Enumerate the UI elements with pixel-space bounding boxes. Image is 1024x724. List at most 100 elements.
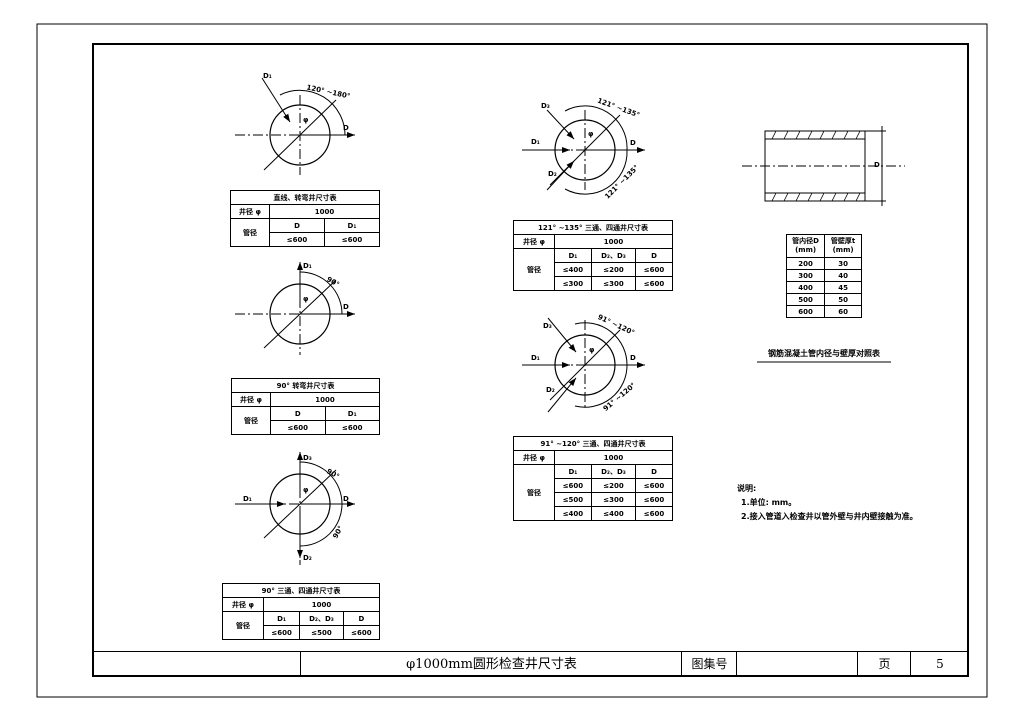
table-tee91-pipe-label: 管径 [513,464,555,521]
table-tee90-col: D₁ [262,611,301,626]
diagram-tee91 [522,317,645,413]
diagram-tee90-d2-label: D₂ [303,554,312,562]
table-bend90-col-d: D [270,406,326,421]
diagram-tee91-d3-label: D₃ [543,322,552,330]
table-tee121-cell: ≤600 [635,262,673,277]
outer-border [36,23,988,698]
pipe-section-d-label: D [874,161,880,169]
table-bend90-title: 90° 转弯井尺寸表 [231,378,380,393]
table-tee121-cell: ≤300 [554,276,592,291]
wall-table-cell: 500 [785,293,826,306]
diagram-tee121-d2-label: D₂ [548,170,557,178]
diagram-tee121-d1-label: D₁ [531,138,540,146]
wall-table-cell: 60 [824,305,862,318]
table-tee91-cell: ≤600 [635,478,673,493]
title-block-blank [93,652,300,677]
wall-table-cell: 200 [785,257,826,270]
table-tee90-cell: ≤600 [342,625,381,640]
table-tee90-title: 90° 三通、四通井尺寸表 [222,583,380,598]
table-bend90-pipe-label: 管径 [231,406,271,435]
diagram-straight-d-label: D [343,124,349,132]
table-bend90-col-d1: D₁ [324,406,380,421]
table-tee121-pipe-label: 管径 [513,248,555,291]
notes-item-2: 2.接入管道入检查井以管外壁与井内壁接触为准。 [741,512,918,521]
table-tee91-cell: ≤500 [554,492,592,507]
table-tee91-col: D₂、D₃ [590,464,637,479]
table-tee91-cell: ≤600 [554,478,592,493]
table-tee121-cell: ≤600 [635,276,673,291]
table-tee91-cell: ≤200 [590,478,637,493]
drawing-title: φ1000mm圆形检查井尺寸表 [300,652,682,677]
page-label: 页 [857,652,911,677]
table-tee91-cell: ≤600 [635,506,673,521]
table-tee121-col: D₁ [554,248,592,263]
diagram-straight [235,77,355,175]
diagram-tee90-d1-label: D₁ [243,495,252,503]
diagram-tee121-phi-label: φ [588,130,594,138]
table-tee90-cell: ≤600 [262,625,301,640]
table-tee121-cell: ≤400 [554,262,592,277]
diagram-tee121-d3-label: D₃ [541,102,550,110]
wall-table-cell: 30 [824,257,862,270]
table-bend90-cell: ≤600 [324,420,380,435]
wall-table-cell: 40 [824,269,862,282]
wall-table-cell: 50 [824,293,862,306]
notes-item-1: 1.单位: mm。 [741,498,797,507]
table-tee121-well-value: 1000 [554,234,673,249]
diagram-bend90-d-label: D [343,303,349,311]
table-straight-cell: ≤600 [269,232,325,247]
atlas-value [736,652,858,677]
diagram-tee121-d-label: D [630,139,636,147]
table-straight-well-label: 井径 φ [230,204,270,219]
wall-table-cell: 400 [785,281,826,294]
diagram-bend90-phi-label: φ [303,295,309,303]
diagram-tee91-phi-label: φ [589,346,595,354]
table-straight-title: 直线、转弯井尺寸表 [230,190,380,205]
wall-table-cell: 45 [824,281,862,294]
page-number: 5 [910,652,969,677]
table-tee90-cell: ≤500 [299,625,344,640]
table-bend90-cell: ≤600 [270,420,326,435]
table-tee90-col: D₂、D₃ [299,611,344,626]
atlas-label: 图集号 [681,652,737,677]
table-tee91-cell: ≤300 [590,492,637,507]
diagram-tee90-phi-label: φ [303,486,309,494]
table-tee91-col: D [635,464,673,479]
table-tee121-col: D [635,248,673,263]
table-tee91-cell: ≤400 [590,506,637,521]
wall-table-title: 钢筋混凝土管内径与壁厚对照表 [768,349,880,358]
table-tee91-well-value: 1000 [554,450,673,465]
table-straight-pipe-label: 管径 [230,218,270,247]
table-straight-cell: ≤600 [324,232,380,247]
table-tee91-title: 91° ~120° 三通、四通井尺寸表 [513,436,673,451]
table-tee91-col: D₁ [554,464,592,479]
notes-heading: 说明: [737,484,757,493]
table-straight-well-value: 1000 [269,204,380,219]
wall-table-header-thickness: 管壁厚t (mm) [824,234,862,258]
diagram-straight-d1-label: D₁ [263,72,272,80]
table-bend90-well-value: 1000 [270,392,380,407]
table-tee91-cell: ≤400 [554,506,592,521]
table-tee90-pipe-label: 管径 [222,611,264,640]
diagram-bend90-d1-label: D₁ [303,262,312,270]
diagram-tee91-d-label: D [630,354,636,362]
title-block: φ1000mm圆形检查井尺寸表 图集号 页 5 [93,651,968,677]
diagram-straight-phi-label: φ [303,116,309,124]
table-tee90-well-value: 1000 [263,597,380,612]
pipe-wall-section [742,126,905,206]
table-tee91-cell: ≤600 [635,492,673,507]
wall-table-cell: 300 [785,269,826,282]
diagram-bend90 [235,262,355,355]
wall-table-header-diameter: 管内径D (mm) [785,234,826,258]
table-straight-col-d: D [269,218,325,233]
table-straight-col-d1: D₁ [324,218,380,233]
notes: 说明: 1.单位: mm。 2.接入管道入检查井以管外壁与井内壁接触为准。 [737,482,918,524]
